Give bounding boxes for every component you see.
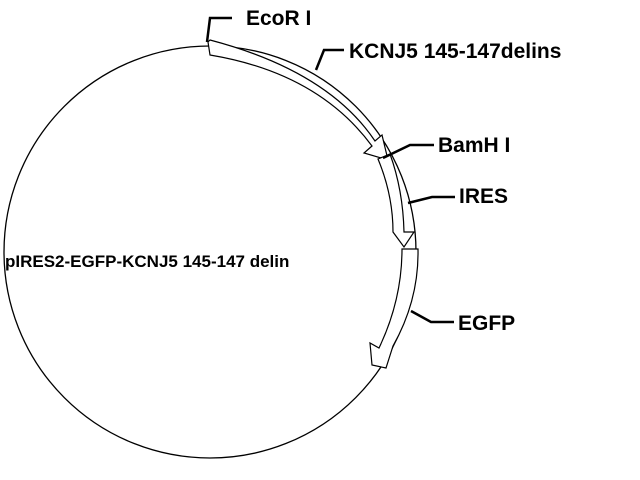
ires-arrow (377, 153, 416, 249)
ecor-i-label: EcoR I (246, 7, 311, 30)
plasmid-name: pIRES2-EGFP-KCNJ5 145-147 delin (5, 252, 289, 271)
egfp-label: EGFP (458, 312, 515, 335)
ecor-i-leader (205, 16, 232, 43)
ires-leader (407, 195, 455, 205)
kcnj5-leader (314, 48, 344, 71)
kcnj5-label: KCNJ5 145-147delins (349, 40, 561, 63)
egfp-leader (410, 309, 454, 324)
bamh-i-leader (382, 143, 434, 160)
egfp-arrow (369, 248, 419, 369)
ires-label: IRES (459, 185, 508, 208)
kcnj5-insert-arrow (207, 39, 389, 161)
bamh-i-label: BamH I (438, 134, 510, 157)
